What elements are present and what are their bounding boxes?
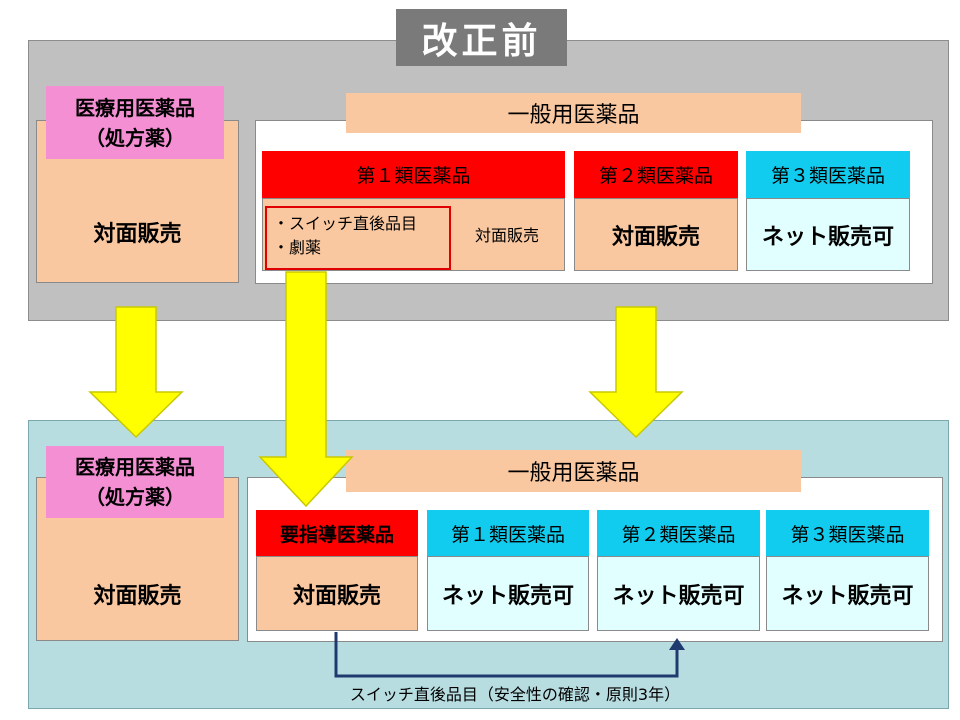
after-rx-sales: 対面販売 (93, 584, 182, 609)
after-guidance-head: 要指導医薬品 (256, 510, 418, 556)
arrow-rx-down (88, 306, 184, 439)
before-rx-label-line1: 医療用医薬品 (75, 95, 195, 120)
after-class1-head: 第１類医薬品 (427, 510, 589, 556)
after-otc-title: 一般用医薬品 (346, 450, 801, 492)
after-class2-sales: ネット販売可 (597, 556, 760, 631)
before-rx-label-line2: （処方薬） (85, 125, 185, 150)
before-class1-item-switch: ・スイッチ直後品目 (273, 214, 418, 233)
before-class3-sales: ネット販売可 (746, 198, 910, 271)
arrow-right-down (588, 306, 684, 439)
before-rx-label: 医療用医薬品 （処方薬） (46, 86, 224, 159)
footnote-connector-arrowhead (669, 638, 685, 650)
after-class2-head: 第２類医薬品 (597, 510, 760, 556)
after-class3-head: 第３類医薬品 (766, 510, 929, 556)
footnote-connector (334, 632, 679, 678)
after-class1-sales: ネット販売可 (427, 556, 589, 631)
before-class1-items: ・スイッチ直後品目 ・劇薬 (265, 206, 451, 270)
after-class3-sales: ネット販売可 (766, 556, 929, 631)
after-rx-label-line1: 医療用医薬品 (75, 455, 195, 479)
before-otc-title: 一般用医薬品 (346, 93, 801, 133)
before-rx-sales: 対面販売 (93, 221, 182, 247)
before-class1-sales: 対面販売 (474, 226, 539, 245)
before-class1-head: 第１類医薬品 (262, 151, 565, 198)
before-class1-item-potent: ・劇薬 (273, 238, 322, 257)
before-class1-body (262, 198, 565, 271)
after-rx-label: 医療用医薬品 （処方薬） (46, 446, 224, 518)
before-title: 改正前 (396, 9, 567, 66)
after-guidance-sales: 対面販売 (256, 556, 418, 631)
after-footnote: スイッチ直後品目（安全性の確認・原則3年） (349, 685, 681, 704)
after-rx-label-line2: （処方薬） (85, 485, 185, 509)
before-class3-head: 第３類医薬品 (746, 151, 910, 198)
arrow-class1-to-guidance (258, 271, 354, 508)
before-class2-head: 第２類医薬品 (574, 151, 738, 198)
before-class2-sales: 対面販売 (574, 198, 738, 271)
